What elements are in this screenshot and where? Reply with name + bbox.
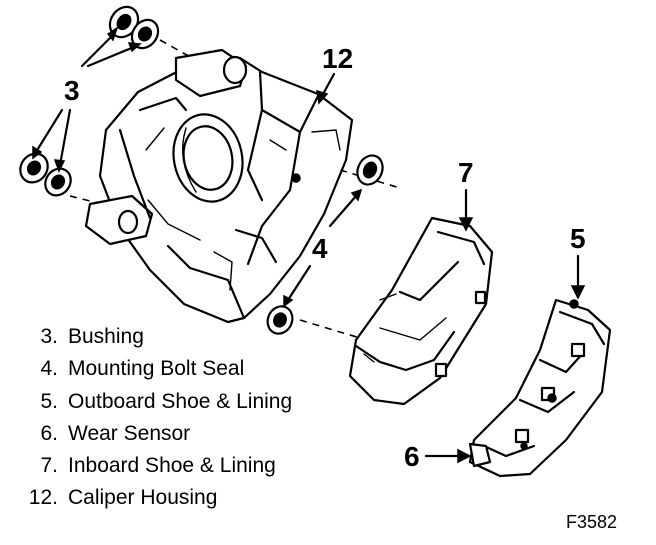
leader-arrow-12 [316,72,336,105]
bushing-left-lower [44,167,72,197]
callout-4: 4 [312,233,328,264]
wear-sensor [468,442,492,468]
callout-6: 6 [404,441,420,472]
legend-label: Inboard Shoe & Lining [68,454,276,477]
bushings-left [19,152,72,197]
legend-num: 7. [40,454,58,477]
leader-arrow-5 [570,254,586,300]
bushing-left-upper [19,152,49,184]
leader-arrow-7 [458,188,474,232]
legend-num: 6. [40,422,58,445]
callout-3: 3 [64,75,80,106]
legend-label: Bushing [68,325,144,348]
legend-label: Caliper Housing [68,486,217,509]
figure-id: F3582 [566,512,617,532]
outboard-shoe-lining [468,298,612,478]
legend-num: 5. [40,390,58,413]
leader-arrows-3 [32,26,142,173]
callout-7: 7 [458,157,474,188]
callout-12: 12 [322,43,353,74]
mounting-bolt-seal-lower [266,305,294,335]
axis-right-lower [299,319,361,339]
leader-arrow-6 [424,448,472,464]
leader-arrows-4 [283,188,363,308]
callout-5: 5 [570,223,586,254]
inboard-shoe-lining [348,216,494,406]
legend-num: 12. [29,486,58,509]
legend-num: 3. [40,325,58,348]
legend-label: Outboard Shoe & Lining [68,390,292,413]
axis-top [159,39,211,69]
mounting-bolt-seal-upper [356,154,384,186]
caliper-housing [84,48,354,324]
legend-label: Wear Sensor [68,422,190,445]
axis-left [69,195,111,207]
legend-num: 4. [40,357,58,380]
legend: 3. Bushing 4. Mounting Bolt Seal 5. Outb… [29,325,292,509]
legend-label: Mounting Bolt Seal [68,357,244,380]
